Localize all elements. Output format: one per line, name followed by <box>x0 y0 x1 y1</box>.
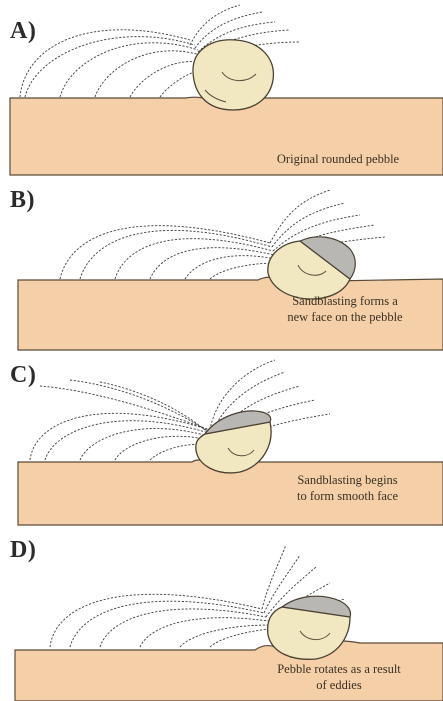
panel-b-label: B) <box>10 187 35 214</box>
panel-b: B) Sandblasting forms a new face on the … <box>0 175 443 350</box>
pebble-rounded <box>193 40 273 110</box>
wind-streamlines <box>30 360 330 460</box>
panel-c-caption: Sandblasting begins to form smooth face <box>260 472 435 504</box>
panel-a-caption: Original rounded pebble <box>238 151 438 167</box>
panel-b-caption: Sandblasting forms a new face on the peb… <box>255 293 435 325</box>
panel-a-illustration <box>0 0 443 175</box>
panel-d-label: D) <box>10 537 36 564</box>
panel-c: C) Sandblasting begins to form smooth fa… <box>0 350 443 525</box>
panel-a: A) Original rounded pebble <box>0 0 443 175</box>
panel-c-label: C) <box>10 362 36 389</box>
panel-a-label: A) <box>10 18 36 45</box>
panel-d: D) Pebble rotates as a result of eddies <box>0 525 443 700</box>
panel-d-caption: Pebble rotates as a result of eddies <box>240 661 438 693</box>
